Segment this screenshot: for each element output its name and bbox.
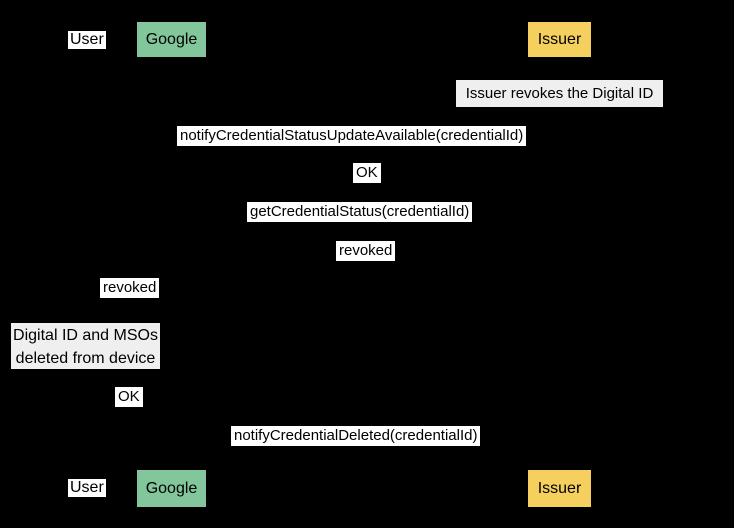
message-notify-credential-status-update-available: notifyCredentialStatusUpdateAvailable(cr…	[177, 126, 527, 146]
lifeline-google	[171, 57, 172, 471]
participant-google-bottom: Google	[137, 470, 206, 507]
message-get-credential-status: getCredentialStatus(credentialId)	[247, 202, 473, 222]
message-ok-2: OK	[115, 387, 143, 407]
participant-google-top: Google	[137, 22, 206, 57]
participant-user-top: User	[68, 31, 106, 49]
note-digital-id-deleted: Digital ID and MSOs deleted from device	[11, 323, 160, 369]
message-revoked-1: revoked	[336, 241, 396, 261]
lifeline-user	[84, 57, 85, 471]
message-notify-credential-deleted: notifyCredentialDeleted(credentialId)	[231, 426, 481, 446]
note-issuer-revokes: Issuer revokes the Digital ID	[456, 80, 663, 107]
participant-user-bottom: User	[68, 479, 106, 497]
lifeline-issuer	[559, 57, 560, 471]
note-digital-id-deleted-line1: Digital ID and MSOs	[13, 327, 158, 344]
message-revoked-2: revoked	[100, 278, 160, 298]
participant-issuer-top: Issuer	[528, 22, 591, 57]
message-ok-1: OK	[353, 163, 381, 183]
participant-issuer-bottom: Issuer	[528, 470, 591, 507]
note-digital-id-deleted-line2: deleted from device	[15, 350, 156, 367]
